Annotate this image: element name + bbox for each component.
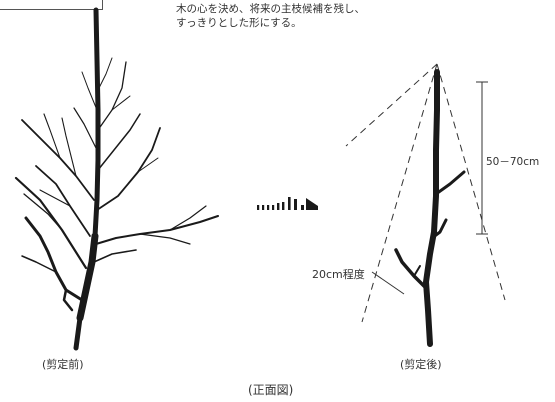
corner-frame-mark xyxy=(0,0,103,10)
before-branch-right-low xyxy=(95,215,219,245)
caption-line-2: すっきりとした形にする。 xyxy=(176,17,302,29)
after-branch-left xyxy=(394,248,428,290)
pruning-caption: 木の心を決め、将来の主枝候補を残し、 すっきりとした形にする。 xyxy=(176,2,476,30)
pruning-guide-lines xyxy=(345,63,506,323)
tree-before-pruning xyxy=(14,7,219,351)
branch-length-label: 20cm程度 xyxy=(312,268,365,281)
front-view-label: (正面図) xyxy=(248,383,294,397)
branch-length-pointer xyxy=(371,271,405,295)
tree-after-pruning xyxy=(394,69,466,347)
height-range-bracket xyxy=(476,81,488,235)
before-branch-lower-left xyxy=(24,216,84,302)
after-pruning-label: (剪定後) xyxy=(400,358,442,371)
transition-arrow xyxy=(257,197,318,210)
after-branch-upper-right xyxy=(434,170,466,196)
after-branch-right xyxy=(430,218,448,240)
caption-line-1: 木の心を決め、将来の主枝候補を残し、 xyxy=(176,3,365,15)
before-branch-left-long xyxy=(14,176,88,270)
before-pruning-label: (剪定前) xyxy=(42,358,84,371)
height-range-label: 50－70cm xyxy=(486,156,540,168)
